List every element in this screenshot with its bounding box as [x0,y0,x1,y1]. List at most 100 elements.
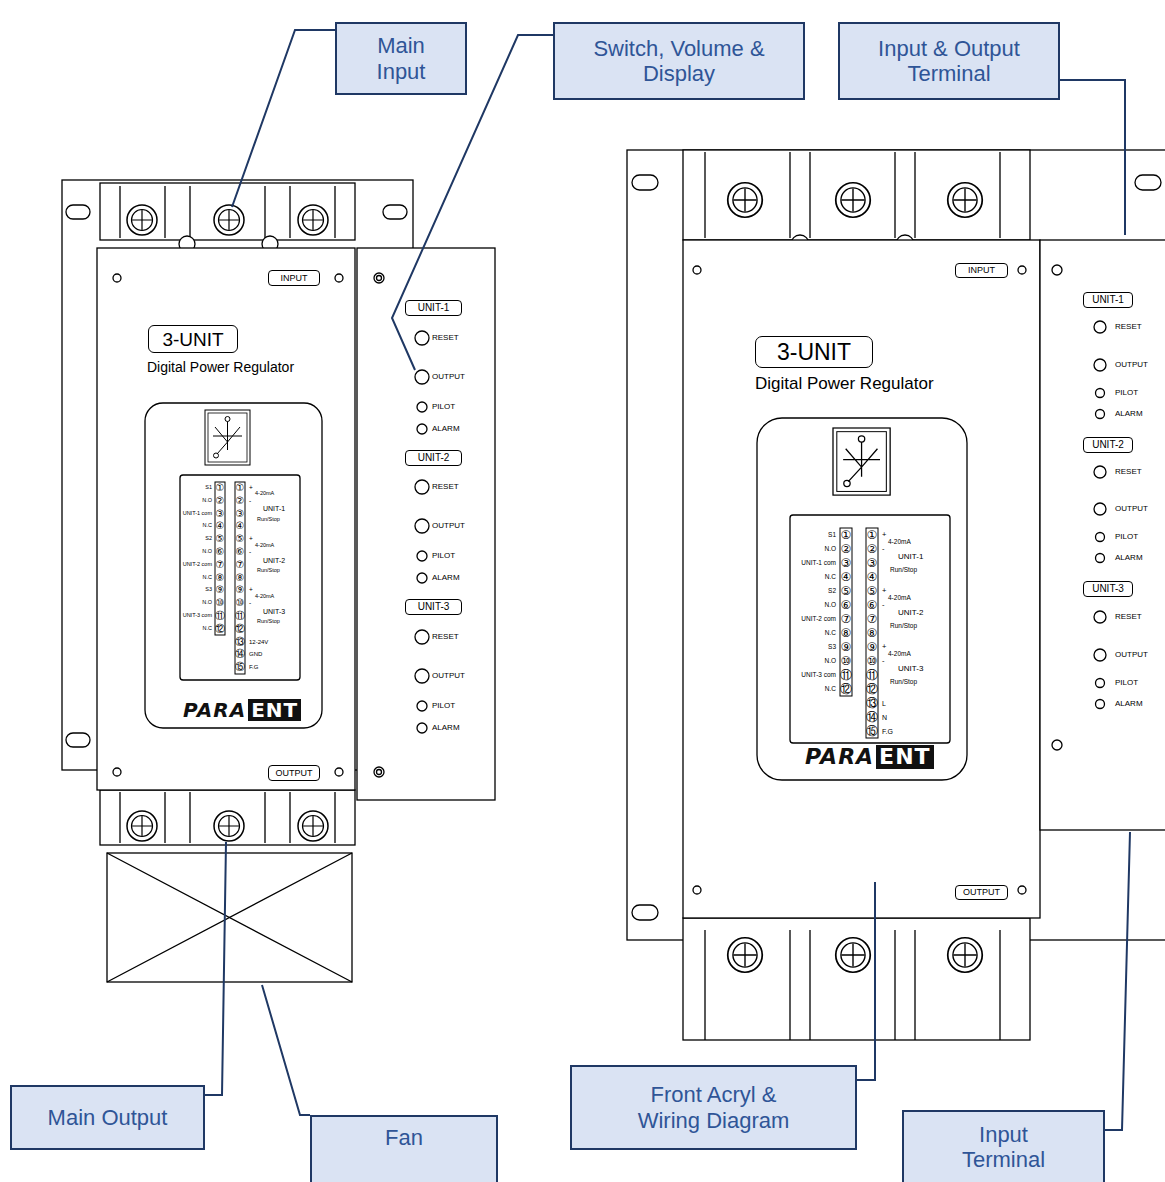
terminal-number: ⑩ [236,598,245,608]
terminal-number: ⑦ [216,560,225,570]
terminal-number: ⑫ [235,624,245,634]
terminal-label: 4-20mA [255,594,274,600]
terminal-label: S3 [828,644,836,651]
model-name: Digital Power Regulator [755,375,934,392]
terminal-label: Run/Stop [890,623,917,630]
panel-tag: UNIT-2 [1083,437,1133,453]
terminal-number: ① [216,483,225,493]
terminal-number: ② [867,543,878,555]
node-text: Switch, Volume & Display [572,36,787,87]
terminal-number: ⑩ [867,655,878,667]
terminal-number: ⑧ [841,627,852,639]
terminal-number: ③ [236,509,245,519]
terminal-number: ⑤ [841,585,852,597]
indicator-label: OUTPUT [432,373,465,381]
terminal-label: F.G [249,664,258,670]
terminal-label: + [882,531,886,539]
terminal-number: ⑭ [235,649,245,659]
node-text: UNIT-1 [418,303,450,313]
terminal-label: Run/Stop [890,567,917,574]
node-text: 3-UNIT [777,341,851,364]
terminal-label: N.C [825,574,836,581]
terminal-label: S1 [828,532,836,539]
terminal-number: ⑪ [866,669,878,681]
terminal-number: ④ [867,571,878,583]
terminal-number: ④ [236,521,245,531]
terminal-number: ③ [216,509,225,519]
logo-text: PARA [805,746,874,768]
terminal-number: ⑤ [216,534,225,544]
terminal-label: UNIT-3 [898,665,923,673]
terminal-number: ② [236,496,245,506]
indicator-label: RESET [1115,468,1142,476]
panel-tag: OUTPUT [268,765,320,781]
terminal-label: + [249,587,253,594]
indicator-label: OUTPUT [1115,651,1148,659]
terminal-label: S2 [828,588,836,595]
terminal-number: ③ [841,557,852,569]
terminal-label: N.C [825,630,836,637]
indicator-label: ALARM [432,425,460,433]
terminal-number: ⑫ [840,683,852,695]
terminal-number: ⑩ [216,598,225,608]
terminal-label: - [249,600,251,607]
panel-tag: 3-UNIT [148,325,238,353]
indicator-label: PILOT [1115,389,1138,397]
terminal-label: N.O [824,602,836,609]
node-text: Main Output [48,1105,168,1130]
callout-box: Front Acryl & Wiring Diagram [570,1065,857,1150]
terminal-label: UNIT-2 com [183,562,212,568]
terminal-label: 4-20mA [255,543,274,549]
node-text: INPUT [968,266,995,275]
indicator-label: RESET [432,633,459,641]
terminal-label: UNIT-2 com [801,616,836,623]
callout-box: Main Output [10,1085,205,1150]
node-text: UNIT-3 [1092,584,1124,594]
callout-box: Fan [310,1115,498,1182]
node-text: UNIT-2 [418,453,450,463]
terminal-label: F.G [882,728,893,735]
terminal-label: GND [249,651,262,657]
node-text: UNIT-2 [1092,440,1124,450]
terminal-label: N.O [202,549,212,555]
terminal-number: ⑥ [841,599,852,611]
terminal-label: 4-20mA [888,539,911,546]
terminal-number: ⑥ [867,599,878,611]
terminal-label: UNIT-1 com [183,511,212,517]
panel-tag: OUTPUT [955,885,1008,900]
indicator-label: RESET [1115,613,1142,621]
indicator-label: PILOT [432,403,455,411]
panel-tag: UNIT-3 [1083,581,1133,597]
indicator-label: ALARM [432,724,460,732]
terminal-label: Run/Stop [257,568,280,574]
terminal-label: + [249,485,253,492]
indicator-label: RESET [1115,323,1142,331]
terminal-label: Run/Stop [257,620,280,626]
leader-lines [205,30,1130,1130]
indicator-label: OUTPUT [432,522,465,530]
terminal-number: ④ [841,571,852,583]
terminal-label: N.O [202,600,212,606]
terminal-label: S2 [205,536,212,542]
node-text: Fan [385,1125,423,1150]
terminal-label: UNIT-3 [263,607,285,614]
node-text: Main Input [361,33,441,84]
indicator-label: PILOT [432,702,455,710]
brand-logo: PARAENT [805,745,934,769]
terminal-number: ⑤ [236,534,245,544]
node-text: Input Terminal [949,1122,1059,1173]
terminal-number: ⑫ [866,683,878,695]
indicator-label: RESET [432,483,459,491]
node-text: Front Acryl & Wiring Diagram [626,1082,801,1133]
node-text: INPUT [281,274,308,283]
terminal-number: ⑧ [867,627,878,639]
terminal-label: 4-20mA [255,492,274,498]
terminal-label: N.C [825,686,836,693]
terminal-label: UNIT-1 [898,553,923,561]
terminal-number: ① [236,483,245,493]
panel-tag: UNIT-2 [405,450,462,466]
terminal-number: ⑪ [235,611,245,621]
terminal-label: + [249,536,253,543]
